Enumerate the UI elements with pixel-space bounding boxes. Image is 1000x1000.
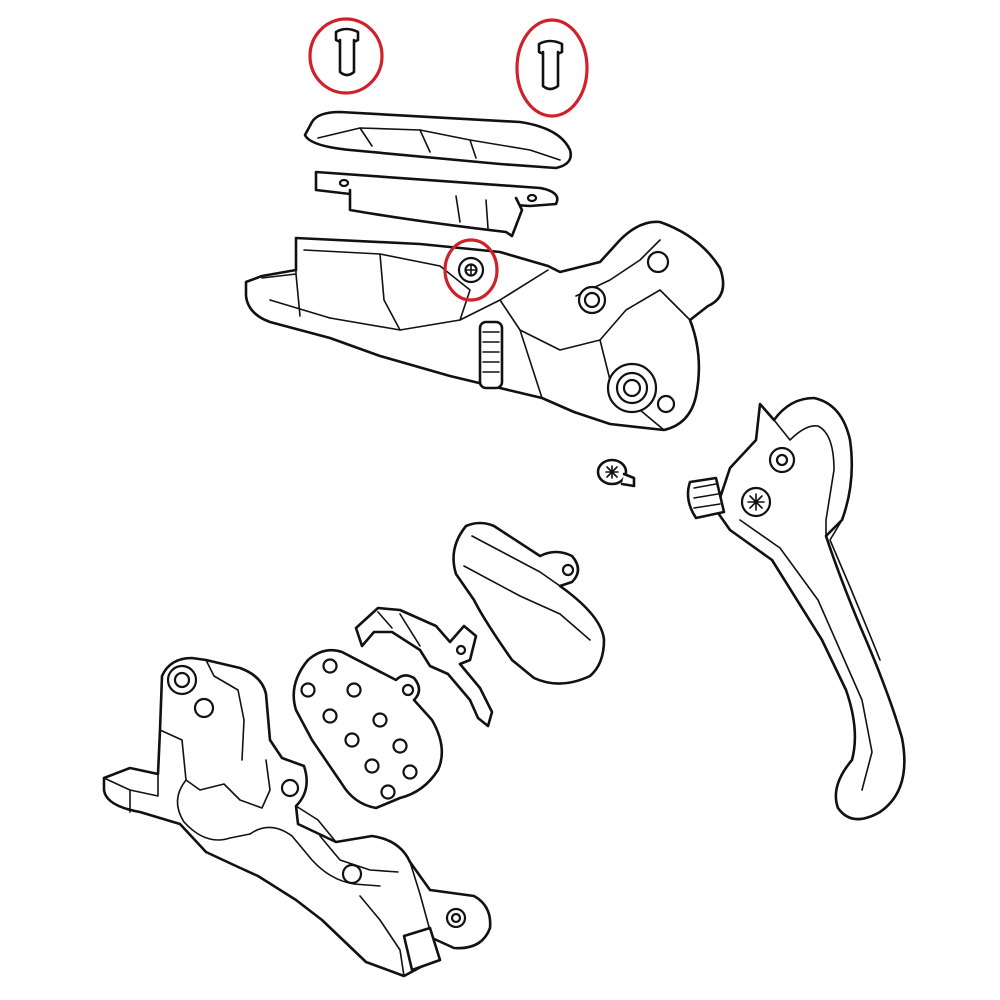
reach-adjust-knob — [478, 320, 504, 390]
lever-body — [244, 220, 725, 432]
bleed-screw — [457, 256, 485, 284]
highlight-ellipse-bleed-screw — [443, 238, 499, 302]
pad-spring — [354, 606, 494, 728]
highlight-markers — [308, 17, 589, 302]
blade-adjust-barrel — [686, 476, 726, 520]
brake-pad-front — [452, 521, 606, 685]
caliper — [102, 656, 492, 978]
screw-right — [537, 39, 564, 91]
reservoir-cover — [303, 110, 572, 170]
pivot-bolt — [596, 458, 636, 488]
diaphragm — [314, 170, 559, 238]
highlight-ellipse-screw-left — [308, 17, 384, 95]
highlight-ellipse-screw-right — [515, 18, 589, 118]
brake-pad-back — [292, 648, 444, 810]
lever-blade — [686, 396, 906, 821]
screw-left — [334, 27, 360, 77]
